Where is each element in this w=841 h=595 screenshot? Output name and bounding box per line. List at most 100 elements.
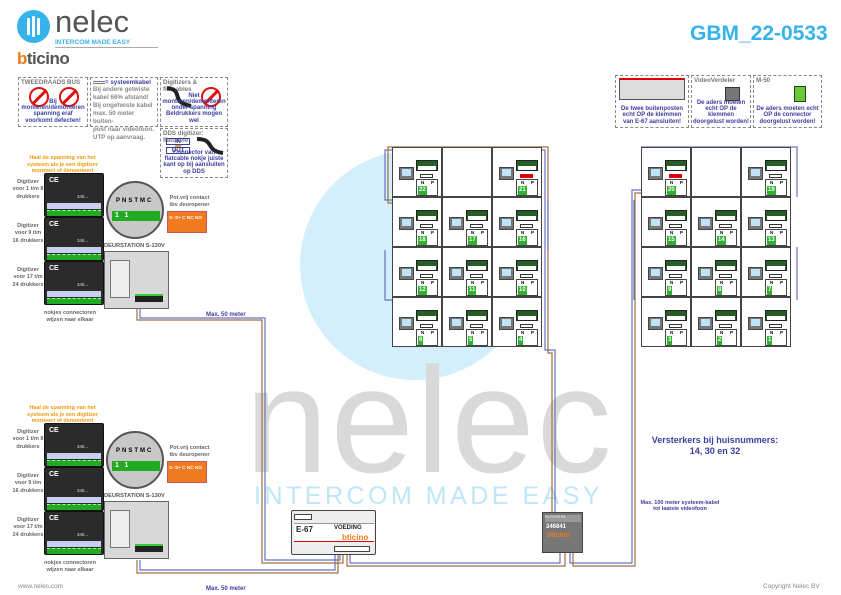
n-label: N xyxy=(720,330,724,335)
digitizer-label: Digitizer voor 1 t/m 8 drukkers xyxy=(12,179,44,200)
termination-switch[interactable] xyxy=(669,324,682,328)
termination-switch[interactable] xyxy=(520,324,533,328)
contact-title: Pot.vrij contact tbv deuropener xyxy=(169,445,210,459)
nelec-logo-icon xyxy=(17,10,50,43)
termination-switch[interactable] xyxy=(769,224,782,228)
house-number: 13 xyxy=(767,236,776,245)
watermark-name: nelec xyxy=(245,336,614,504)
termination-switch[interactable] xyxy=(470,274,483,278)
termination-switch[interactable] xyxy=(719,274,732,278)
button-labels-strip xyxy=(47,541,101,547)
p-label: P xyxy=(481,230,485,235)
termination-switch[interactable] xyxy=(470,324,483,328)
termination-switch[interactable] xyxy=(520,224,533,228)
termination-switch[interactable] xyxy=(719,224,732,228)
termination-switch[interactable] xyxy=(420,174,433,178)
contact-title: Pot.vrij contact tbv deuropener xyxy=(169,195,210,209)
p-label: P xyxy=(531,280,535,285)
button-labels-strip xyxy=(47,497,101,503)
flatcable-icon xyxy=(196,137,224,155)
termination-switch[interactable] xyxy=(719,324,732,328)
p-label: P xyxy=(780,330,784,335)
termination-switch[interactable] xyxy=(769,274,782,278)
dds-in-label: IN xyxy=(166,138,190,145)
termination-switch[interactable] xyxy=(420,324,433,328)
door-opener-contact: S- S+ C NC NO xyxy=(167,211,207,233)
info-note: De aders moeten echt OP de klemmen doorg… xyxy=(693,99,749,125)
termination-switch[interactable] xyxy=(669,174,682,178)
info-title: DDS digitizer: flatcable xyxy=(163,130,204,144)
amplifier-ports: P1 P2 P3 P4 xyxy=(545,515,581,522)
p-label: P xyxy=(780,230,784,235)
p-label: P xyxy=(680,280,684,285)
house-number: 3 xyxy=(667,336,673,345)
n-label: N xyxy=(770,330,774,335)
ce-mark: CE xyxy=(49,471,59,478)
dds-out-label: OUT xyxy=(166,147,190,154)
station-title: DEURSTATION S-130V xyxy=(104,243,165,249)
button-labels-strip xyxy=(47,203,101,209)
footer-website[interactable]: www.nelec.com xyxy=(18,583,64,590)
psu-terminals xyxy=(334,546,370,552)
termination-switch[interactable] xyxy=(520,174,533,178)
ce-mark: CE xyxy=(49,515,59,522)
bus-connector xyxy=(765,260,787,271)
digitizer-label: Digitizer voor 17 t/m 24 drukkers xyxy=(12,267,44,288)
termination-switch[interactable] xyxy=(420,224,433,228)
termination-switch[interactable] xyxy=(769,174,782,178)
info-title: M-50 xyxy=(756,77,771,84)
monitor-icon xyxy=(698,217,713,230)
house-number: 9 xyxy=(667,286,673,295)
psu-label: VOEDING xyxy=(334,525,362,531)
connector-note: nokjes connectoren wijzen naar elkaar xyxy=(44,310,96,324)
termination-switch[interactable] xyxy=(520,274,533,278)
termination-switch[interactable] xyxy=(669,224,682,228)
termination-switch[interactable] xyxy=(669,274,682,278)
digitizer-warning: Haal de spanning van het systeem als je … xyxy=(27,155,98,175)
psu-brand: bticino xyxy=(342,533,369,542)
monitor-icon xyxy=(499,267,514,280)
termination-switch[interactable] xyxy=(420,274,433,278)
house-number: 15 xyxy=(667,236,676,245)
monitor-icon xyxy=(399,217,414,230)
house-number: 12 xyxy=(418,286,427,295)
termination-switch[interactable] xyxy=(769,324,782,328)
n-label: N xyxy=(471,330,475,335)
info-box-e67: De twee buitenposten echt OP de klemmen … xyxy=(615,75,689,128)
cable-legend: = systeemkabel xyxy=(93,79,155,86)
info-box-bus: TWEEDRAADS BUS Bij monteren/demonteren s… xyxy=(18,77,88,127)
button-terminals xyxy=(47,548,101,554)
info-title: TWEEDRAADS BUS xyxy=(21,79,81,86)
termination-switch[interactable] xyxy=(470,224,483,228)
jumper-terminals: 11 xyxy=(112,211,160,221)
n-label: N xyxy=(421,230,425,235)
digitizer-label: Digitizer voor 9 t/m 16 drukkers xyxy=(12,473,44,494)
digitizer-label: Digitizer voor 1 t/m 8 drukkers xyxy=(12,429,44,450)
bus-connector xyxy=(416,260,438,271)
footer-copyright: Copyright Nelec BV xyxy=(763,583,820,590)
flatcable-icon xyxy=(166,86,192,108)
info-note: De aders moeten echt OP de connector doo… xyxy=(756,106,819,125)
info-box-flatcables: Digitizers & flatcables Niet monteren/de… xyxy=(160,77,228,127)
video-distributor-icon xyxy=(725,87,740,101)
info-box-m50: M-50 De aders moeten echt OP de connecto… xyxy=(753,75,822,128)
info-box-dds: DDS digitizer: flatcable IN OUT Connecto… xyxy=(160,128,228,178)
